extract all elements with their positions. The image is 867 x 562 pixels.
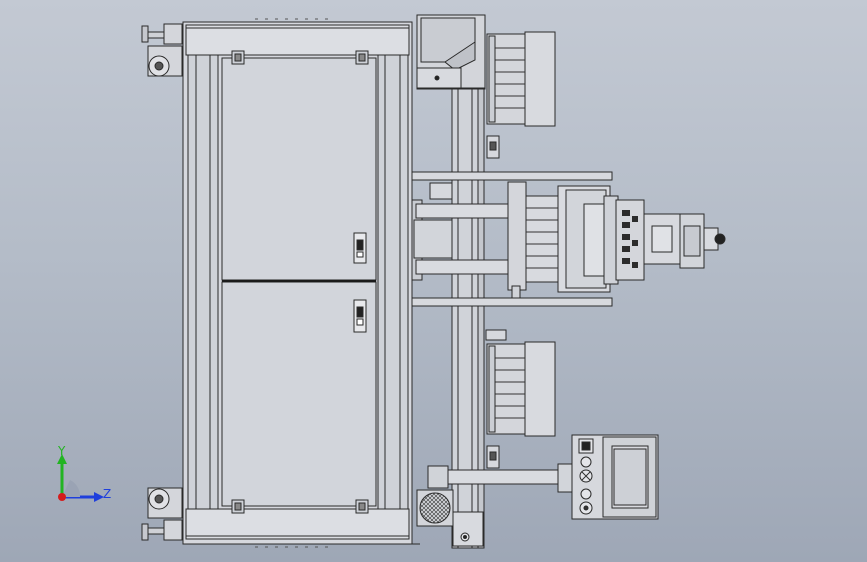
- door-lock-upper-icon: [353, 232, 367, 264]
- cabinet-door-upper: [221, 57, 377, 281]
- cylinder-lower: [485, 329, 556, 469]
- caster-wheel-bottom: [147, 487, 183, 519]
- cabinet-door-lower: [221, 281, 377, 507]
- control-arm: [427, 463, 573, 493]
- guide-rails: [411, 171, 613, 307]
- z-axis-label: Z: [103, 487, 111, 501]
- caster-wheel-top: [147, 45, 183, 77]
- door-lock-lower-icon: [353, 299, 367, 333]
- panel-switch-1-icon: [580, 456, 592, 468]
- triad-plane-icon: [62, 480, 81, 497]
- coordinate-triad: Y Z: [57, 444, 111, 502]
- y-arrow-head-icon: [57, 454, 67, 464]
- y-axis-label: Y: [57, 444, 66, 458]
- cooling-fan-icon: [412, 489, 484, 547]
- z-arrow-head-icon: [94, 492, 104, 502]
- top-drive-unit: [416, 14, 486, 90]
- leveling-foot-top: [141, 23, 183, 45]
- x-axis-dot-icon: [58, 493, 66, 501]
- door-hinges: [231, 50, 369, 514]
- panel-switch-3-icon: [580, 488, 592, 500]
- leveling-foot-bottom: [141, 519, 183, 541]
- emergency-button-icon: [578, 438, 594, 454]
- cylinder-upper: [486, 31, 556, 159]
- gripper-assembly: [507, 181, 726, 299]
- panel-switch-4-icon: [579, 501, 593, 515]
- panel-switch-2-icon: [579, 469, 593, 483]
